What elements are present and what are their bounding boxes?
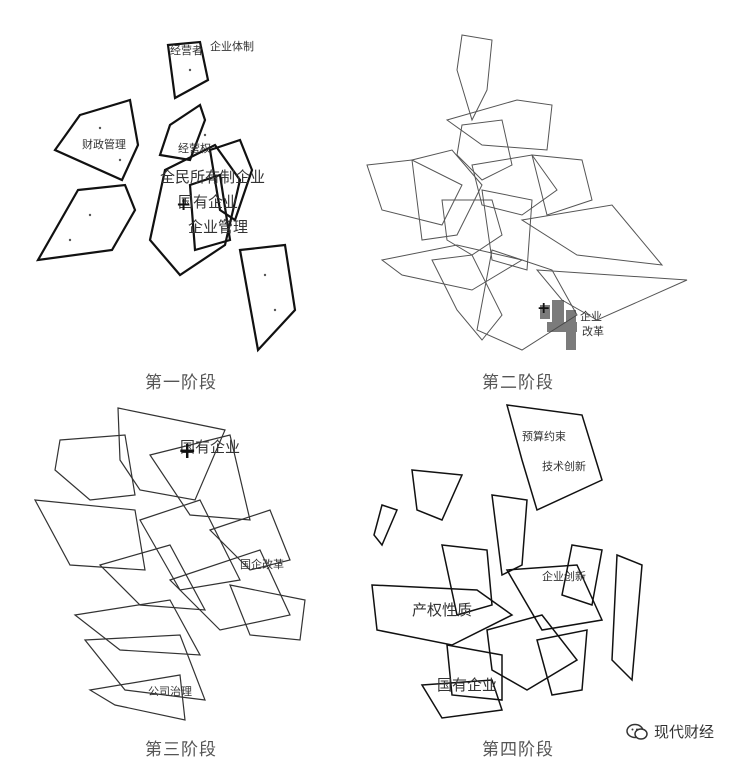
watermark: 现代财经	[626, 721, 714, 742]
label-jingyingquan: 经营权	[178, 141, 211, 155]
label-quanmin-suoyouzhi: 全民所有制企业	[160, 168, 265, 186]
label-qiye-guanli: 企业管理	[188, 218, 248, 236]
caption-stage-3: 第三阶段	[145, 740, 217, 760]
cluster-diagram-stage-2: 企业 改革 +	[366, 34, 688, 351]
caption-stage-2: 第二阶段	[482, 373, 554, 393]
label-guoqi-gaige: 国企改革	[240, 557, 284, 571]
label-guoyou-qiye: 国有企业	[178, 193, 238, 211]
label-gaige: 改革	[582, 324, 604, 338]
label-guoyou-qiye: 国有企业	[437, 676, 497, 694]
label-chanquan-xingzhi: 产权性质	[412, 601, 472, 619]
caption-stage-4: 第四阶段	[482, 740, 554, 760]
cluster-diagram-stage-3: 国有企业 国企改革 公司治理 +	[33, 407, 306, 721]
plus-marker-icon: +	[176, 194, 191, 215]
label-qiye: 企业	[580, 309, 602, 323]
panel-stage-2: 企业 改革 + 第二阶段	[362, 10, 712, 393]
cluster-diagram-stage-1: 经营者 企业体制 财政管理 经营权 全民所有制企业 国有企业 企业管理 +	[35, 39, 297, 353]
cluster-diagram-stage-4: 预算约束 技术创新 产权性质 国有企业 企业创新	[371, 404, 643, 719]
label-jingyingzhe: 经营者	[170, 43, 203, 57]
label-qiye-tizhi: 企业体制	[210, 39, 254, 53]
watermark-text: 现代财经	[653, 723, 714, 741]
panel-stage-4: 预算约束 技术创新 产权性质 国有企业 企业创新 第四阶段	[362, 400, 712, 760]
label-gongsi-zhili: 公司治理	[148, 684, 192, 698]
plus-marker-icon: +	[178, 438, 196, 464]
panel-stage-3: 国有企业 国企改革 公司治理 + 第三阶段	[30, 400, 350, 760]
wechat-icon	[626, 723, 648, 740]
label-guoyou-qiye: 国有企业	[180, 438, 240, 456]
panel-stage-1: 经营者 企业体制 财政管理 经营权 全民所有制企业 国有企业 企业管理 + 第一…	[30, 10, 350, 393]
label-caizheng-guanli: 财政管理	[82, 137, 126, 151]
plus-marker-icon: +	[537, 298, 550, 317]
label-jishu-chuangxin: 技术创新	[542, 459, 586, 473]
label-yusuan-yueshu: 预算约束	[522, 429, 566, 443]
label-qiye-chuangxin: 企业创新	[542, 569, 586, 583]
caption-stage-1: 第一阶段	[145, 373, 217, 393]
